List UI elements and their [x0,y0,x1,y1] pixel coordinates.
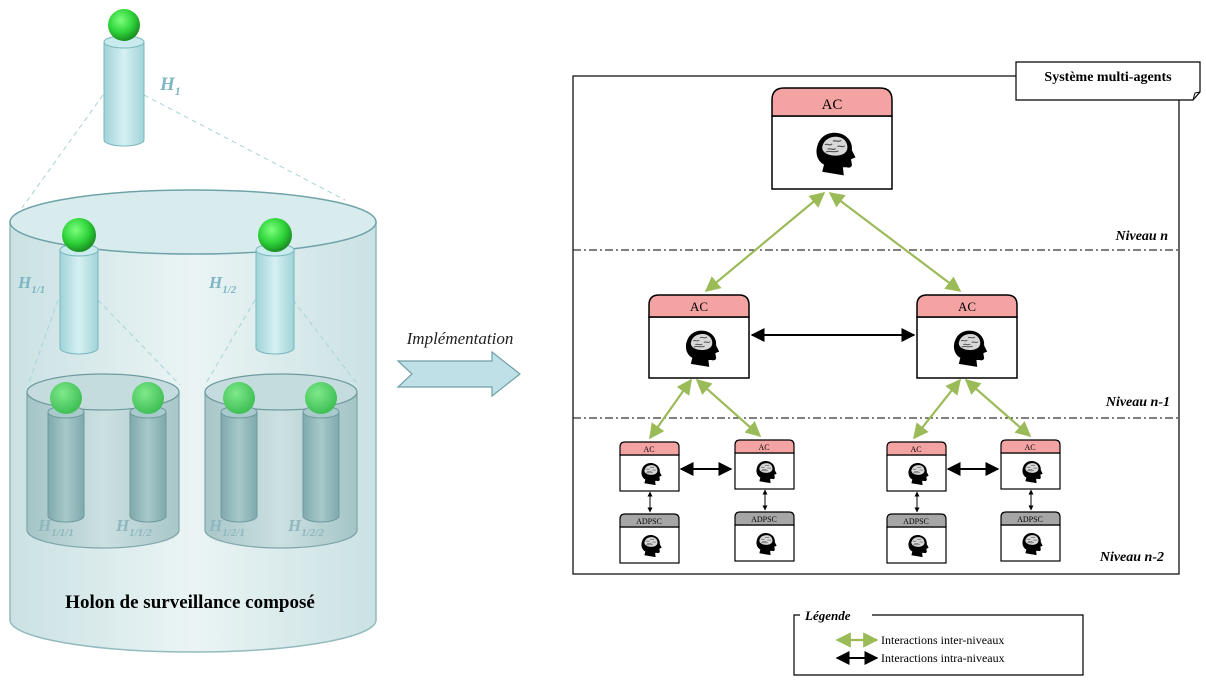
inter-level-arrow [649,378,692,440]
inter-level-arrow [704,192,826,292]
holon-label-h1-2-2: H1/2/2 [287,516,324,539]
level-label-n-2: Niveau n-2 [1099,550,1164,565]
implementation-label: Implémentation [406,329,514,348]
legend-title: Légende [804,608,851,623]
agent-adpsc-4: ADPSC [1000,511,1061,562]
projection-line [204,299,256,386]
projection-line [27,299,59,386]
holon-label-h1-1: H1/1 [17,273,45,296]
projection-line [97,299,181,386]
holon-h1 [103,9,145,147]
level-label-n-1: Niveau n-1 [1105,395,1170,410]
holon-h1-1-1 [47,382,85,523]
agent-ac-left: AC [648,294,750,379]
implementation-arrow: Implémentation [396,329,521,398]
holon-node-icon [305,382,337,414]
holon-node-icon [132,382,164,414]
holon-h1-2-2 [302,382,340,523]
agent-label: ADPSC [903,517,929,526]
holon-node-icon [258,218,292,252]
holon-node-icon [108,9,140,41]
inter-level-arrow [695,378,762,438]
mas-title-tag: Système multi-agents [1015,61,1201,101]
agent-label: ADPSC [636,517,662,526]
agent-label: ADPSC [751,515,777,524]
legend: Légende Interactions inter-niveaux Inter… [793,608,1084,676]
holon-h1-1 [59,218,99,355]
projection-line [143,94,346,201]
holon-h1-1-2 [129,382,167,523]
agent-label: AC [643,445,654,454]
agent-label: AC [910,445,921,454]
mas-title: Système multi-agents [1044,70,1172,85]
agent-label: AC [958,299,976,314]
agent-adpsc-3: ADPSC [886,513,947,564]
agent-label: AC [758,443,769,452]
agent-ac-small-3: AC [886,441,947,492]
inter-level-arrow [828,192,962,292]
holon-label-h1-1-1: H1/1/1 [37,516,74,539]
holon-illustration: H1 H1/1 H1/2 H1/1/1 H1/1/2 H1/2/1 H1/2/2… [9,9,377,653]
intra-level-links [647,328,1034,513]
projection-line [21,94,104,209]
agent-label: AC [690,299,708,314]
agent-label: ADPSC [1017,515,1043,524]
holon-node-icon [223,382,255,414]
agent-ac-top: AC [771,87,893,190]
holon-node-icon [62,218,96,252]
agent-ac-small-2: AC [734,439,795,490]
agent-ac-small-4: AC [1000,439,1061,490]
holon-label-h1: H1 [159,74,181,98]
legend-inter-level-label: Interactions inter-niveaux [881,633,1004,647]
agent-ac-small-1: AC [619,441,680,492]
holon-label-h1-2-1: H1/2/1 [208,516,245,539]
holon-label-h1-2: H1/2 [208,273,237,296]
holon-caption: Holon de surveillance composé [65,592,315,613]
agent-ac-right: AC [916,294,1018,379]
holon-h1-2-1 [220,382,258,523]
holon-node-icon [50,382,82,414]
inter-level-arrow [964,378,1032,438]
holon-h1-2 [255,218,295,355]
level-label-n: Niveau n [1115,229,1169,244]
legend-intra-level-label: Interactions intra-niveaux [881,651,1005,665]
inter-level-arrow [913,378,961,440]
holon-label-h1-1-2: H1/1/2 [115,516,152,539]
agent-label: AC [822,97,843,113]
mas-panel: Système multi-agents Niveau n Niveau n-1… [572,61,1201,575]
agent-label: AC [1024,443,1035,452]
agent-adpsc-2: ADPSC [734,511,795,562]
implementation-arrow-shape [396,350,521,398]
inter-level-links [649,192,1032,440]
agent-adpsc-1: ADPSC [619,513,680,564]
